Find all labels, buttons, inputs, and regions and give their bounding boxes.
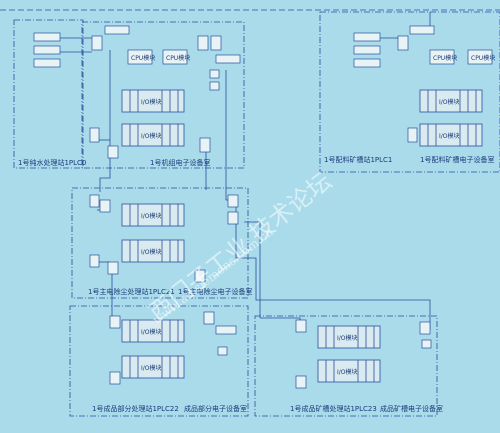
station-frame-plc22 — [69, 305, 249, 417]
device-box — [353, 45, 381, 55]
station-room-label: 成品矿槽电子设备室 — [380, 405, 443, 413]
io-rack — [121, 355, 185, 379]
station-frame-plc21 — [71, 187, 249, 299]
device-box — [89, 194, 100, 208]
device-box — [127, 49, 153, 65]
device-box — [209, 81, 220, 91]
io-rack — [121, 89, 185, 113]
io-rack — [121, 203, 185, 227]
device-box — [194, 269, 206, 283]
device-box — [89, 254, 100, 268]
device-box — [209, 69, 220, 79]
device-box — [162, 49, 188, 65]
station-label: 1号成品矿槽处理站1PLC23 — [290, 405, 377, 413]
device-box — [99, 199, 111, 213]
device-box — [33, 45, 61, 55]
station-room-label: 成品部分电子设备室 — [184, 405, 247, 413]
io-rack — [317, 325, 381, 349]
station-label: 1号成品部分处理站1PLC22 — [92, 405, 179, 413]
device-box — [107, 145, 119, 159]
cpu-module-label: CPU模块 — [166, 55, 191, 62]
io-module-label: I/O模块 — [439, 99, 460, 106]
io-rack — [419, 89, 483, 113]
device-box — [89, 127, 100, 143]
cpu-module-label: CPU模块 — [131, 55, 156, 62]
station-label: 1号配料矿槽站1PLC1 — [324, 156, 393, 164]
device-box — [419, 321, 431, 335]
cpu-module-label: CPU模块 — [433, 55, 458, 62]
station-frame-plc23 — [254, 315, 438, 417]
device-box — [109, 315, 121, 329]
station-frame-right — [319, 11, 500, 173]
device-box — [197, 35, 209, 51]
device-box — [203, 311, 215, 325]
station-frame-plc0 — [13, 19, 84, 169]
io-module-label: I/O模块 — [141, 249, 162, 256]
io-module-label: I/O模块 — [337, 369, 358, 376]
device-box — [210, 35, 222, 51]
device-box — [409, 25, 435, 35]
device-box — [33, 58, 61, 68]
network-link — [244, 221, 261, 318]
device-box — [215, 325, 237, 335]
station-label: 1号纯水处理站1PLC0 — [18, 159, 87, 167]
device-box — [109, 371, 121, 385]
cpu-module-label: CPU模块 — [471, 55, 496, 62]
device-box — [397, 35, 409, 51]
io-module-label: I/O模块 — [141, 365, 162, 372]
io-module-label: I/O模块 — [337, 335, 358, 342]
io-module-label: I/O模块 — [141, 329, 162, 336]
io-module-label: I/O模块 — [141, 99, 162, 106]
station-room-label: 1号主电除尘电子设备室 — [178, 288, 253, 296]
io-rack — [121, 123, 185, 147]
device-box — [353, 32, 381, 42]
device-box — [295, 375, 307, 389]
device-box — [353, 58, 381, 68]
device-box — [107, 261, 119, 275]
device-box — [295, 319, 307, 333]
io-module-label: I/O模块 — [141, 133, 162, 140]
station-frame-plc1 — [81, 21, 245, 169]
station-label: 1号主电除尘处理站1PLC21 — [88, 288, 175, 296]
device-box — [199, 137, 211, 153]
device-box — [217, 346, 228, 356]
io-rack — [419, 123, 483, 147]
io-rack — [121, 319, 185, 343]
device-box — [91, 35, 103, 51]
station-room-label: 1号机组电子设备室 — [150, 159, 211, 167]
station-room-label: 1号配料矿槽电子设备室 — [420, 156, 495, 164]
device-box — [104, 25, 130, 35]
io-rack — [317, 359, 381, 383]
io-module-label: I/O模块 — [439, 133, 460, 140]
device-box — [33, 32, 61, 42]
device-box — [215, 54, 241, 64]
device-box — [227, 194, 239, 208]
io-module-label: I/O模块 — [141, 213, 162, 220]
device-box — [407, 127, 418, 143]
network-link — [99, 50, 111, 192]
device-box — [467, 49, 493, 65]
network-link — [260, 317, 301, 330]
device-box — [429, 49, 455, 65]
io-rack — [121, 239, 185, 263]
device-box — [421, 339, 432, 349]
device-box — [227, 211, 239, 225]
network-link — [225, 70, 431, 330]
